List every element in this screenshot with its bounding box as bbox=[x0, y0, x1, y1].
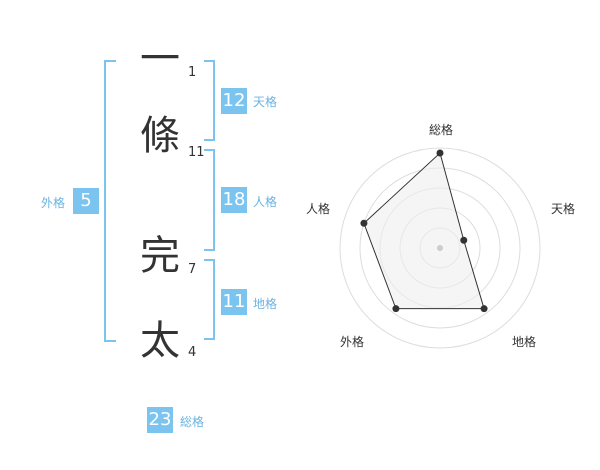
stroke-count-1: 1 bbox=[188, 65, 197, 80]
jinkaku-bracket bbox=[204, 149, 215, 251]
chikaku-bracket bbox=[204, 259, 215, 340]
stroke-count-3: 7 bbox=[188, 262, 197, 277]
name-char-3: 完 bbox=[140, 233, 180, 279]
name-char-2: 條 bbox=[140, 113, 180, 159]
radar-axis-label-jinkaku: 人格 bbox=[306, 201, 330, 216]
jinkaku-label: 人格 bbox=[253, 195, 278, 209]
gaikaku-value-badge: 5 bbox=[73, 188, 99, 214]
tenkaku-value-badge: 12 bbox=[221, 88, 247, 114]
tenkaku-bracket bbox=[204, 60, 215, 141]
radar-point-3 bbox=[480, 305, 488, 313]
radar-point-4 bbox=[392, 305, 400, 313]
radar-ring bbox=[339, 147, 541, 349]
soukaku-value-badge: 23 bbox=[147, 407, 173, 433]
name-char-4: 太 bbox=[140, 318, 180, 364]
radar-axis-label-chikaku: 地格 bbox=[512, 334, 536, 349]
soukaku-label: 総格 bbox=[180, 415, 205, 429]
radar-axis-label-tenkaku: 天格 bbox=[551, 201, 575, 216]
gaikaku-label: 外格 bbox=[41, 196, 66, 210]
radar-point-5 bbox=[360, 219, 368, 227]
tenkaku-label: 天格 bbox=[253, 95, 278, 109]
radar-point-2 bbox=[460, 236, 468, 244]
chikaku-label: 地格 bbox=[253, 297, 278, 311]
radar-axis-label-gaikaku: 外格 bbox=[340, 334, 364, 349]
name-char-1: 一 bbox=[140, 36, 180, 82]
jinkaku-value-badge: 18 bbox=[221, 187, 247, 213]
radar-point-1 bbox=[436, 149, 444, 157]
radar-polygon bbox=[363, 152, 485, 310]
radar-center-dot bbox=[437, 245, 443, 251]
stroke-count-2: 11 bbox=[188, 145, 205, 160]
gaikaku-bracket bbox=[104, 60, 116, 342]
chikaku-value-badge: 11 bbox=[221, 289, 247, 315]
radar-axis-label-soukaku: 総格 bbox=[429, 122, 453, 137]
stroke-count-4: 4 bbox=[188, 345, 197, 360]
